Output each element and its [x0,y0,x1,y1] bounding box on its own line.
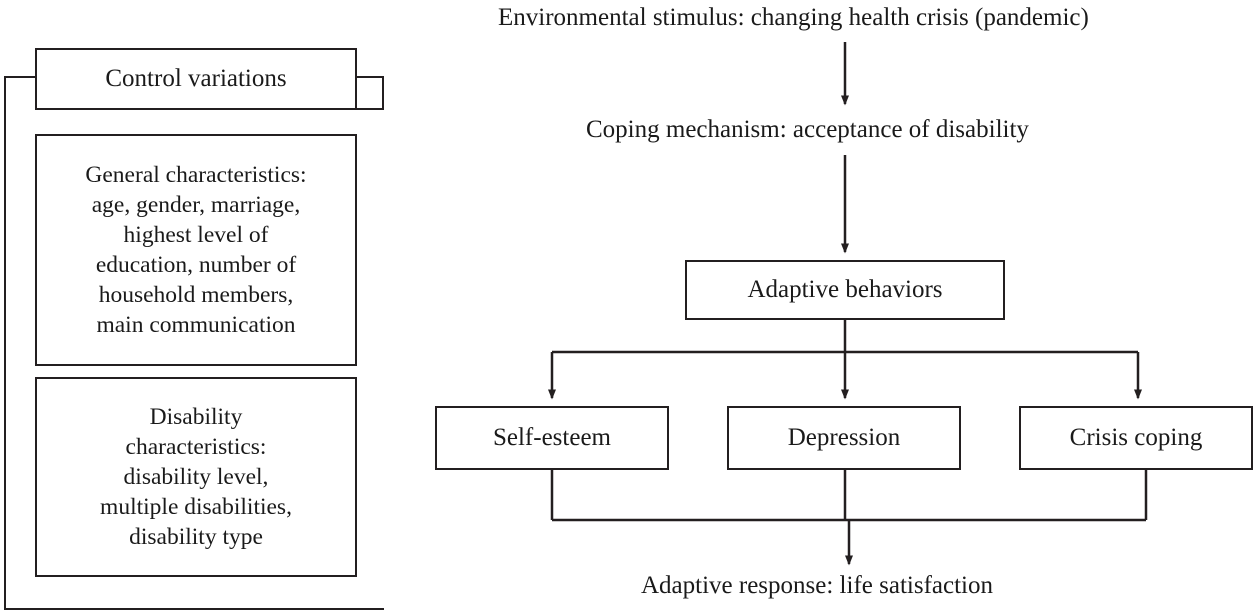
coping-mechanism-label: Coping mechanism: acceptance of disabili… [586,116,1029,143]
crisis-coping-box: Crisis coping [1019,406,1253,470]
general-characteristics-box: General characteristics: age, gender, ma… [35,134,357,366]
environmental-stimulus-label: Environmental stimulus: changing health … [498,4,1089,31]
control-variations-header: Control variations [35,48,357,110]
depression-box: Depression [727,406,961,470]
adaptive-behaviors-box: Adaptive behaviors [685,260,1005,320]
disability-characteristics-box: Disability characteristics: disability l… [35,377,357,577]
control-variations-bracket-stub [357,76,384,110]
adaptive-response-label: Adaptive response: life satisfaction [641,572,993,599]
self-esteem-box: Self-esteem [435,406,669,470]
